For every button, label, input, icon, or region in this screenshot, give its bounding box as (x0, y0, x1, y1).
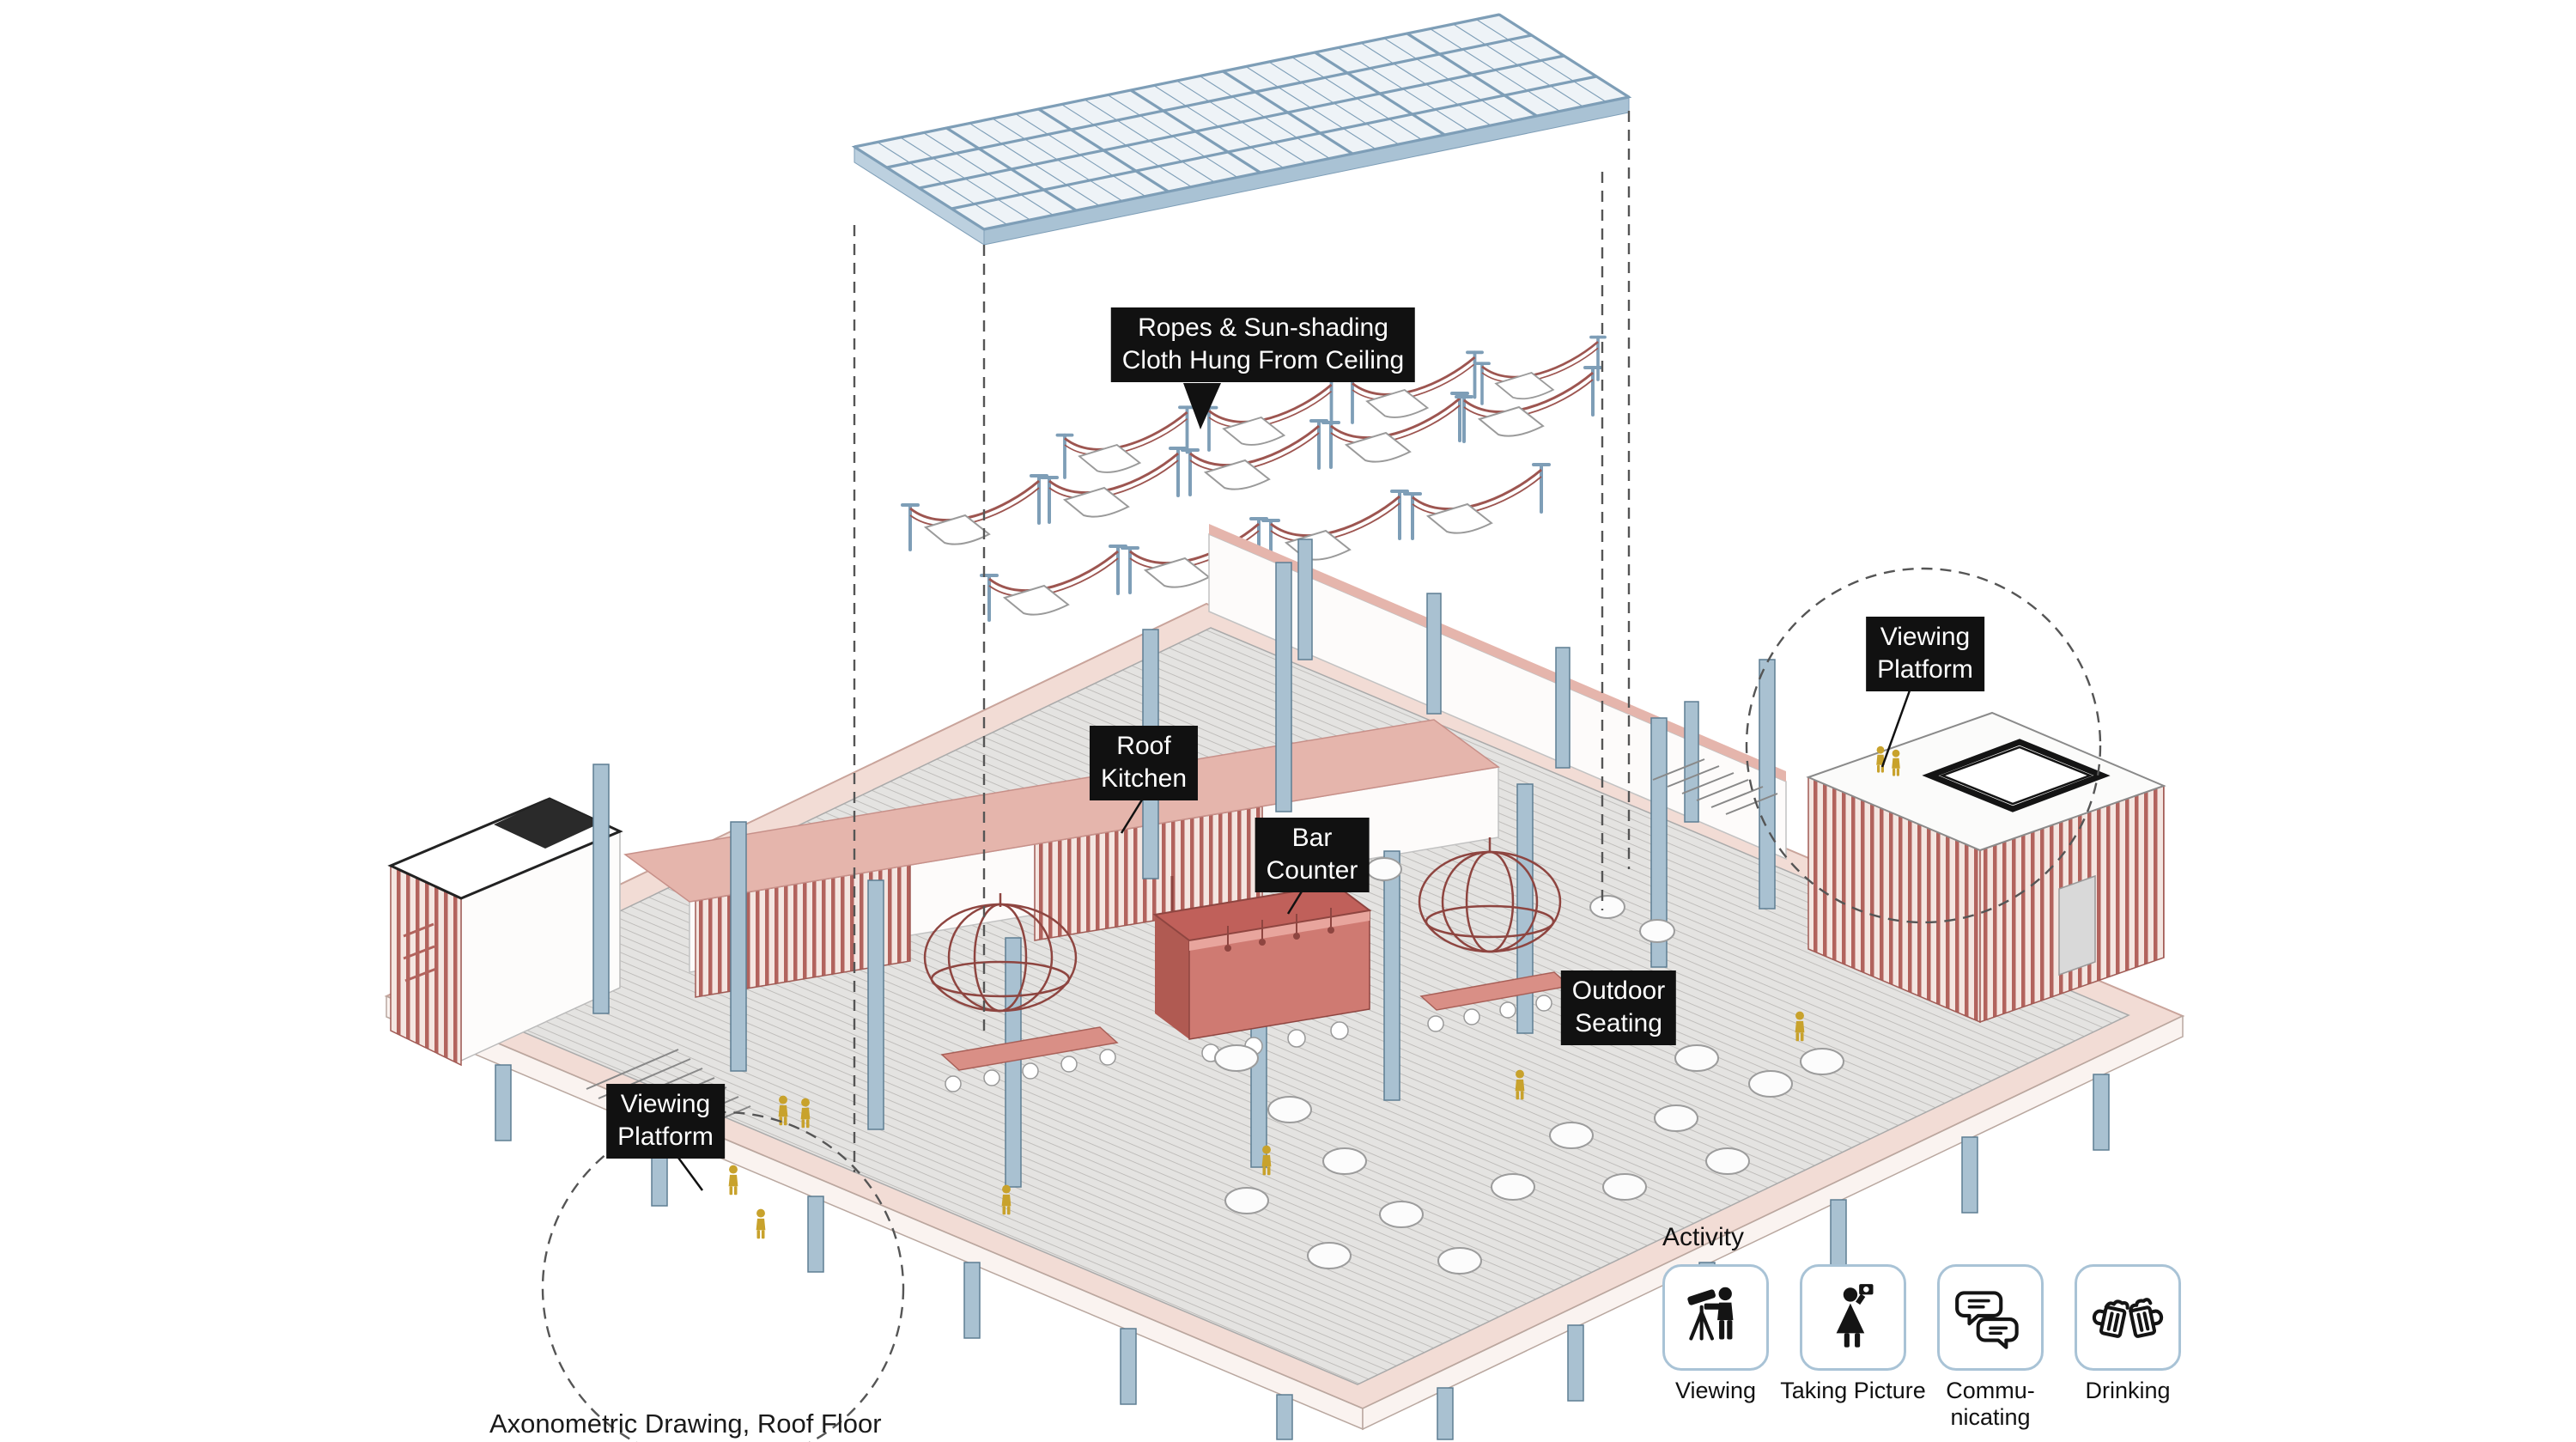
stairs-right (1652, 758, 1778, 815)
callout-viewing-platform-bottom: Viewing Platform (606, 1084, 725, 1159)
legend-row: Viewing Taking Picture (1662, 1264, 2181, 1431)
left-annex (387, 797, 623, 1067)
taking-picture-activity-box (1800, 1264, 1906, 1371)
communicating-activity-box (1937, 1264, 2044, 1371)
ceiling-grid (851, 13, 1632, 246)
label-leaders (677, 383, 1911, 1191)
callout-line: Platform (617, 1123, 714, 1152)
callout-outdoor-seating: Outdoor Seating (1560, 970, 1677, 1045)
viewing-activity-box (1662, 1264, 1769, 1371)
callout-line: Counter (1266, 856, 1358, 885)
legend-title: Activity (1662, 1223, 1745, 1251)
callout-line: Roof (1116, 732, 1171, 760)
callout-line: Kitchen (1100, 764, 1188, 794)
basket-pavilion-1 (923, 893, 1119, 1092)
activity-item-drinking: Drinking (2075, 1264, 2181, 1431)
focus-circle-right (1745, 567, 2102, 924)
activity-label-communicating: Commu-nicating (1946, 1378, 2035, 1431)
roof-floor (384, 524, 2185, 1440)
outdoor-seating-poufs (1214, 835, 1844, 1275)
callout-line: Viewing (620, 1090, 711, 1118)
viewing-platform-right (1652, 711, 2166, 1024)
callout-line: Ropes & Sun-shading (1138, 313, 1388, 342)
callout-bar-counter: Bar Counter (1255, 818, 1370, 892)
callout-viewing-platform-top: Viewing Platform (1866, 617, 1984, 691)
drinking-activity-box (2075, 1264, 2181, 1371)
drawing-caption: Axonometric Drawing, Roof Floor (489, 1409, 882, 1439)
activity-label-taking-picture: Taking Picture (1780, 1378, 1926, 1403)
callout-roof-kitchen: Roof Kitchen (1089, 726, 1199, 800)
callout-line: Viewing (1880, 623, 1971, 651)
activity-label-drinking: Drinking (2085, 1378, 2171, 1403)
activity-item-viewing: Viewing (1662, 1264, 1769, 1431)
communicating-icon (1955, 1291, 2019, 1349)
activity-legend: Activity (1662, 1223, 2181, 1431)
activity-item-taking-picture: Taking Picture (1780, 1264, 1926, 1431)
callout-line: Outdoor (1571, 977, 1666, 1005)
callout-line: Cloth Hung From Ceiling (1121, 346, 1405, 375)
back-parapet (1208, 524, 1787, 861)
activity-item-communicating: Commu-nicating (1937, 1264, 2044, 1431)
bar-counter (1152, 849, 1372, 1062)
drinking-icon (2092, 1298, 2164, 1338)
callout-ropes-sunshading: Ropes & Sun-shading Cloth Hung From Ceil… (1110, 307, 1416, 382)
taking-picture-icon (1836, 1284, 1874, 1348)
callout-line: Seating (1575, 1009, 1662, 1038)
ceiling-grid-lines (854, 13, 1630, 231)
viewing-icon (1687, 1287, 1734, 1341)
activity-label-viewing: Viewing (1674, 1378, 1757, 1403)
callout-line: Bar (1291, 824, 1333, 852)
projection-lines (853, 111, 1631, 1172)
callout-line: Platform (1877, 655, 1973, 684)
